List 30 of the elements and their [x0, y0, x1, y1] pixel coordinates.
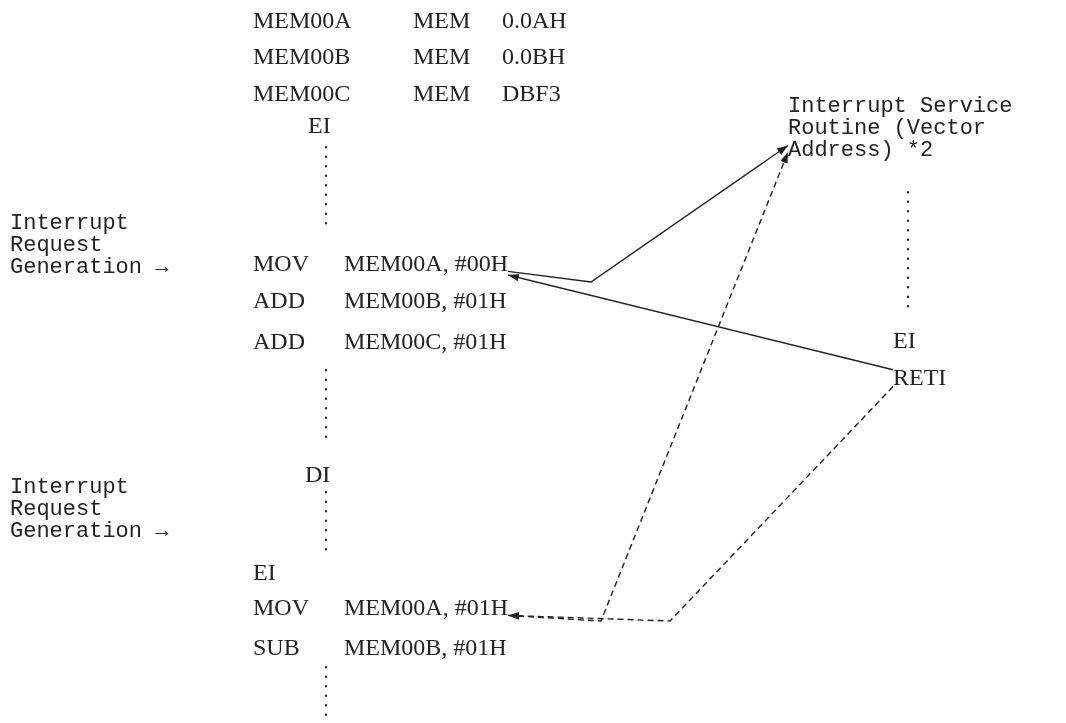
directive-text: MEM	[413, 8, 471, 32]
arrow	[507, 273, 894, 371]
arrow	[507, 144, 789, 283]
instruction-text: DI	[305, 462, 331, 486]
operand-text: MEM00A, #00H	[344, 251, 509, 275]
symbol-name: MEM00B	[253, 44, 351, 68]
operand-text: MEM00C, #01H	[344, 329, 507, 353]
instruction-text: MOV	[253, 251, 309, 275]
address-text: 0.0AH	[502, 8, 567, 32]
annotation-text: Interrupt Request Generation →	[10, 213, 170, 279]
symbol-name: MEM00C	[253, 81, 351, 105]
instruction-text: SUB	[253, 635, 300, 659]
instruction-text: RETI	[893, 365, 947, 389]
operand-text: MEM00A, #01H	[344, 595, 509, 619]
routine-label: Interrupt Service Routine (Vector Address) *2	[788, 96, 1056, 162]
symbol-name: MEM00A	[253, 8, 352, 32]
dashed-arrow	[507, 385, 894, 622]
operand-text: MEM00B, #01H	[344, 288, 507, 312]
instruction-text: ADD	[253, 329, 305, 353]
instruction-text: EI	[253, 560, 276, 584]
instruction-text: MOV	[253, 595, 309, 619]
address-text: 0.0BH	[502, 44, 566, 68]
directive-text: MEM	[413, 81, 471, 105]
operand-text: MEM00B, #01H	[344, 635, 507, 659]
instruction-text: EI	[308, 113, 331, 137]
instruction-text: EI	[893, 328, 916, 352]
annotation-text: Interrupt Request Generation →	[10, 477, 170, 543]
address-text: DBF3	[502, 81, 561, 105]
instruction-text: ADD	[253, 288, 305, 312]
directive-text: MEM	[413, 44, 471, 68]
